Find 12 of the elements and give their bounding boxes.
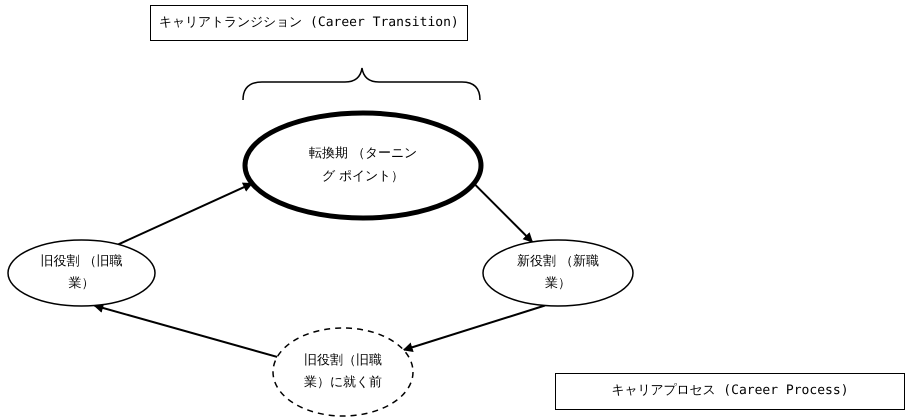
node-label: 転換期 （ターニング ポイント） [308, 145, 418, 186]
node-label: 新役割 （新職業） [516, 252, 600, 293]
node-label: 旧役割（旧職業）に就く前 [303, 352, 383, 392]
arrow [118, 182, 254, 246]
arrow [402, 304, 546, 352]
label-box [150, 5, 468, 41]
arrow [93, 303, 278, 358]
node-label: キャリアトランジション (Career Transition) [159, 14, 459, 32]
arrow [473, 182, 534, 243]
label-box [555, 373, 905, 410]
node-label: キャリアプロセス (Career Process) [611, 382, 849, 400]
node-label: 旧役割 （旧職業） [39, 252, 124, 293]
